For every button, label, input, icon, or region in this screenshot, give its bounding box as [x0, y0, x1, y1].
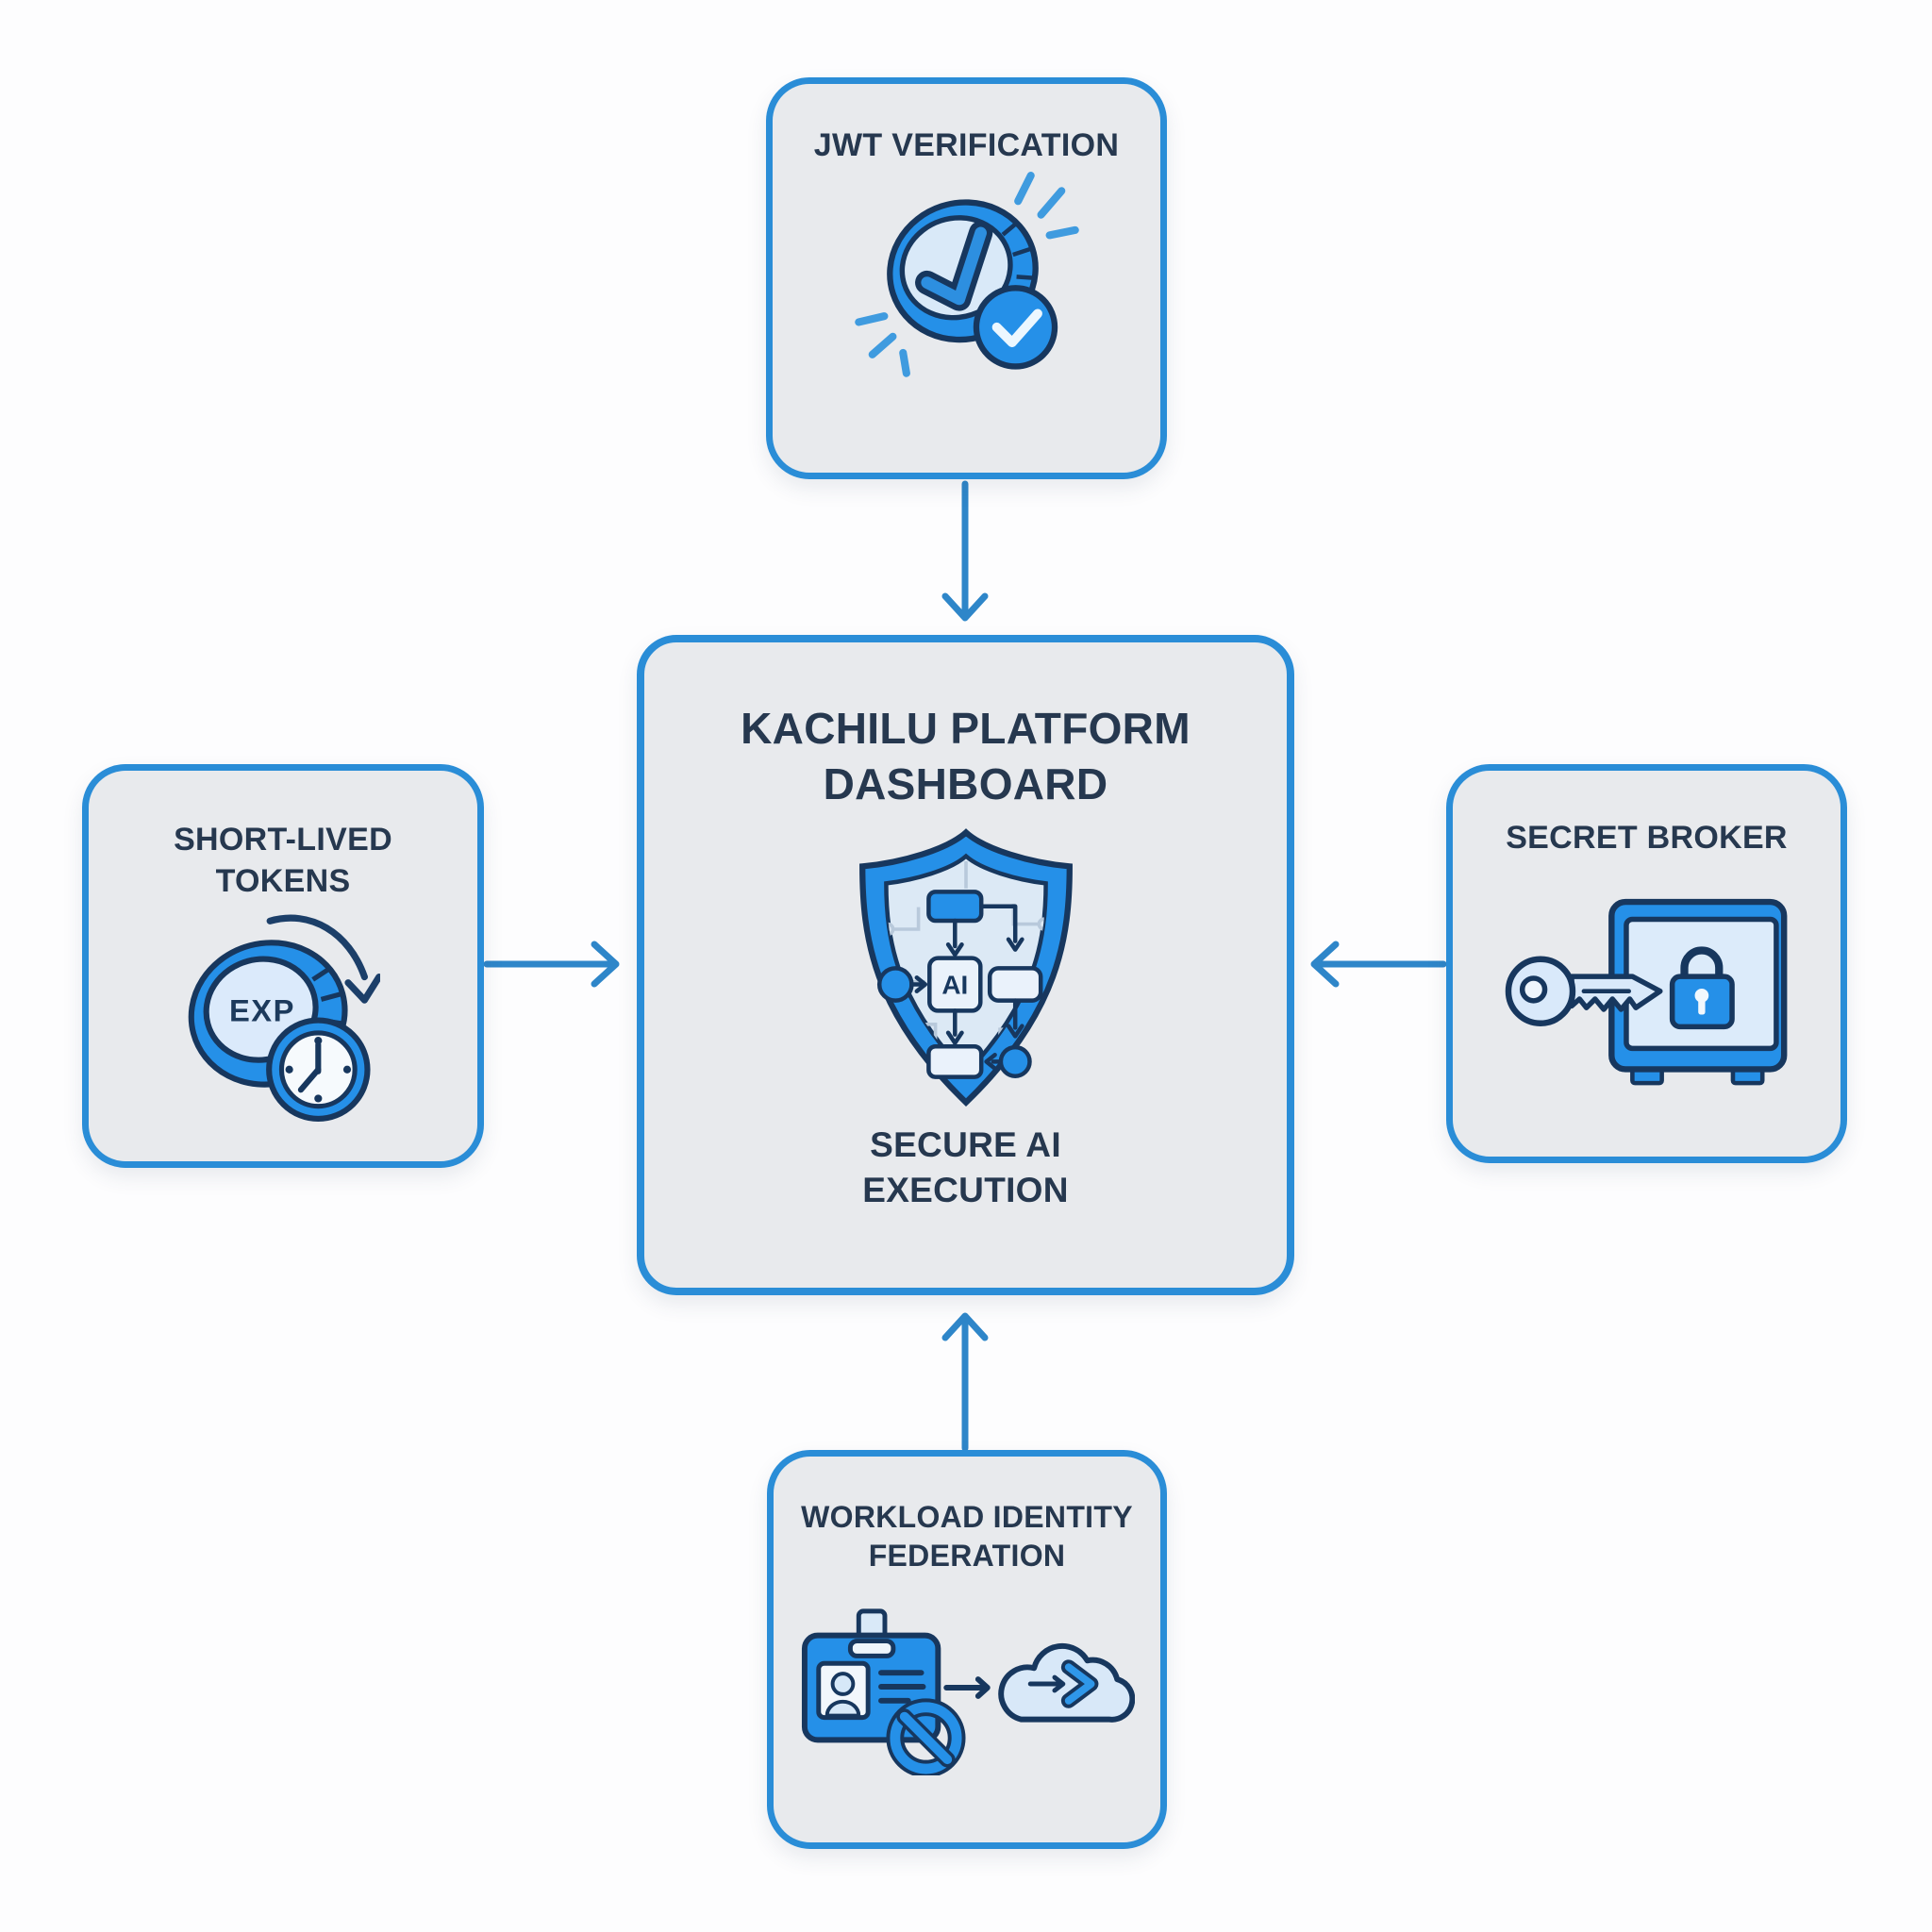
clock-icon [265, 1017, 371, 1123]
dashboard-title: KACHILU PLATFORM DASHBOARD [741, 704, 1191, 808]
arrow-broker-to-dashboard [1310, 941, 1447, 988]
federation-arrow [943, 1676, 991, 1699]
id-badge-icon [801, 1608, 941, 1743]
padlock-icon [1669, 945, 1735, 1029]
verified-coin-icon [854, 171, 1079, 377]
node-label: SECRET BROKER [1506, 820, 1788, 856]
node-short-lived-tokens: SHORT-LIVED TOKENS EXP [82, 764, 484, 1168]
refresh-arc-icon [266, 914, 380, 1004]
id-card-cloud-icon [801, 1608, 1135, 1775]
node-secret-broker: SECRET BROKER [1446, 764, 1847, 1163]
safe-icon [1607, 898, 1787, 1085]
sparkle-lines [854, 171, 1079, 377]
check-badge [973, 284, 1058, 370]
dashboard-subtitle: SECURE AI EXECUTION [862, 1124, 1069, 1209]
no-entry-icon [886, 1698, 966, 1775]
node-label: WORKLOAD IDENTITY FEDERATION [801, 1500, 1133, 1573]
key-safe-icon [1505, 898, 1787, 1085]
arrow-workload-to-dashboard [941, 1312, 989, 1452]
shield-ai-label: AI [941, 970, 968, 999]
node-workload-identity-federation: WORKLOAD IDENTITY FEDERATION [767, 1450, 1167, 1849]
node-label: JWT VERIFICATION [813, 127, 1120, 163]
circuit-shield-icon: AI [858, 827, 1073, 1107]
arrow-tokens-to-dashboard [483, 941, 620, 988]
node-jwt-verification: JWT VERIFICATION [766, 77, 1167, 479]
cloud-transfer-icon [998, 1642, 1135, 1723]
key-icon [1505, 956, 1663, 1026]
node-label: SHORT-LIVED TOKENS [174, 822, 392, 899]
arrow-jwt-to-dashboard [941, 480, 989, 622]
expiring-coin-clock-icon: EXP [188, 914, 380, 1123]
coin-exp-label: EXP [228, 993, 294, 1028]
ai-flowchart: AI [876, 889, 1042, 1079]
node-platform-dashboard: KACHILU PLATFORM DASHBOARD [637, 635, 1294, 1295]
